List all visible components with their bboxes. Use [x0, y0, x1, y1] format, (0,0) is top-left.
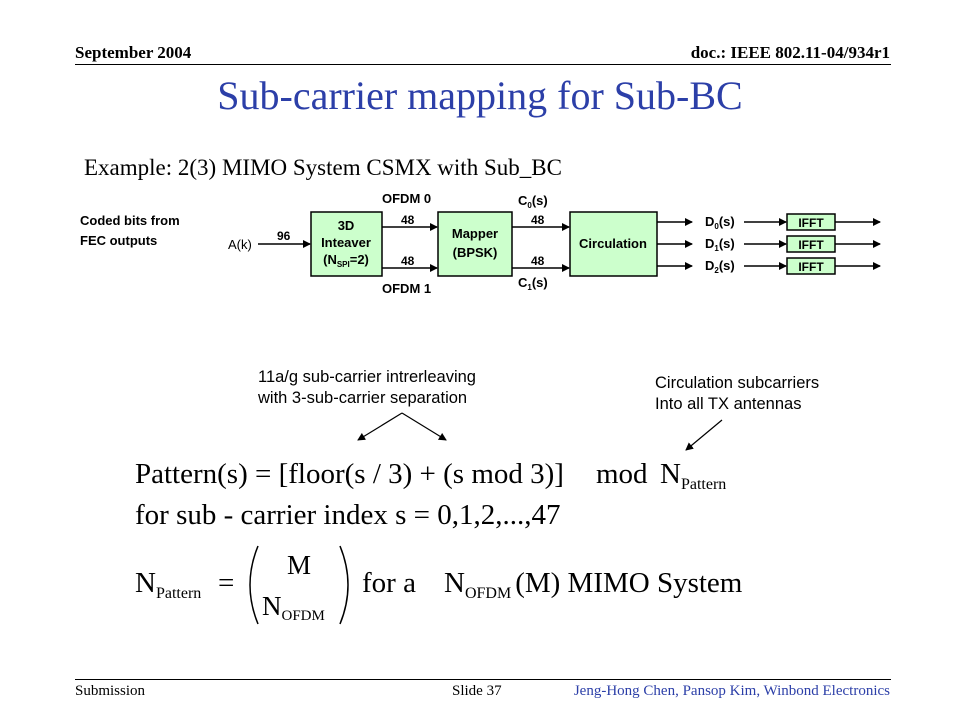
index-equation: for sub - carrier index s = 0,1,2,...,47 [135, 499, 560, 531]
annotation-arrow-right [401, 412, 447, 441]
pattern-mod: mod [596, 458, 648, 490]
pattern-equation: Pattern(s) = [floor(s / 3) + (s mod 3)] [135, 458, 564, 490]
interleaving-note-line-2: with 3-sub-carrier separation [258, 389, 468, 407]
d0-label: D0(s) [705, 214, 735, 231]
mapper-label-2: (BPSK) [453, 245, 498, 260]
input-bits-label: 96 [277, 229, 291, 243]
interleaver-label-2: Inteaver [321, 235, 371, 250]
bits-48-label-a: 48 [401, 213, 415, 227]
binomial-bottom: NOFDM [262, 591, 325, 624]
footer-rule [75, 679, 891, 680]
annotation-arrow-left [357, 412, 403, 441]
interleaving-note: 11a/g sub-carrier intrerleaving with 3-s… [258, 367, 476, 409]
binomial-right-paren [339, 545, 349, 625]
ifft-label-1: IFFT [798, 238, 824, 252]
header-doc-id: doc.: IEEE 802.11-04/934r1 [690, 43, 890, 62]
footer-slide-number: Slide 37 [452, 683, 502, 699]
circulation-label: Circulation [579, 236, 647, 251]
npattern-equals: = [218, 567, 234, 599]
header-rule [75, 64, 891, 65]
slide-subtitle: Example: 2(3) MIMO System CSMX with Sub_… [84, 155, 562, 180]
bits-48-label-b: 48 [401, 254, 415, 268]
pattern-n: NPattern [660, 458, 726, 493]
coded-bits-label-1: Coded bits from [80, 213, 180, 228]
ofdm1-label: OFDM 1 [382, 281, 431, 296]
circulation-note-line-1: Circulation subcarriers [655, 374, 820, 392]
input-label: A(k) [228, 237, 252, 252]
interleaving-note-line-1: 11a/g sub-carrier intrerleaving [258, 368, 476, 386]
footer-submission: Submission [75, 683, 146, 699]
d2-label: D2(s) [705, 258, 735, 275]
interleaver-block [310, 211, 383, 277]
footer-authors: Jeng-Hong Chen, Pansop Kim, Winbond Elec… [573, 683, 890, 699]
c0-label: C0(s) [518, 193, 548, 210]
annotation-arrow-circulation [685, 419, 723, 451]
npattern-lhs: NPattern [135, 567, 201, 602]
c1-label: C1(s) [518, 275, 548, 292]
bits-48-label-c: 48 [531, 213, 545, 227]
slide-title: Sub-carrier mapping for Sub-BC [217, 73, 743, 118]
for-a-label: for a [362, 567, 416, 599]
mimo-n: NOFDM(M) MIMO System [444, 567, 743, 602]
binomial-left-paren [249, 545, 259, 625]
circulation-note: Circulation subcarriers Into all TX ante… [655, 373, 819, 415]
circulation-note-line-2: Into all TX antennas [655, 395, 802, 413]
interleaver-label-3: (NSPI=2) [323, 252, 369, 269]
bits-48-label-d: 48 [531, 254, 545, 268]
d1-label: D1(s) [705, 236, 735, 253]
coded-bits-label-2: FEC outputs [80, 233, 157, 248]
mapper-label-1: Mapper [452, 226, 498, 241]
ifft-label-2: IFFT [798, 260, 824, 274]
ifft-label-0: IFFT [798, 216, 824, 230]
header-date: September 2004 [75, 43, 192, 62]
interleaver-label-1: 3D [338, 218, 355, 233]
mapper-block [437, 211, 513, 277]
ofdm0-label: OFDM 0 [382, 191, 431, 206]
binomial-top: M [287, 550, 311, 580]
circulation-block [569, 211, 658, 277]
